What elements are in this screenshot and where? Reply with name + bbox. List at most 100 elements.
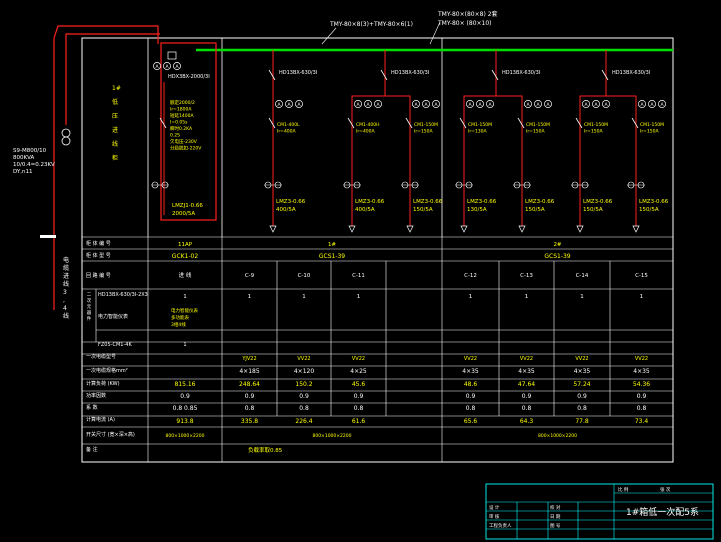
cabinet-number: 1# (328, 242, 336, 248)
drawing-title: 1#箱低一次配5系 (626, 506, 699, 518)
power-factor: 0.9 (522, 393, 532, 400)
svg-text:A: A (434, 102, 438, 108)
cable-type: VV22 (297, 356, 310, 362)
title-block-label: 设 计 (489, 504, 500, 511)
ammeter-icon: A (163, 62, 171, 70)
feeder-breaker-label: HD13BX-630/3I (279, 70, 317, 76)
ammeter-icon: A (658, 100, 666, 108)
cabinet-size: 800×1000×2200 (165, 433, 204, 439)
power-factor: 0.9 (466, 393, 476, 400)
title-block (485, 483, 714, 540)
calc-load: 48.6 (464, 381, 478, 388)
ammeter-icon: A (364, 100, 372, 108)
title-block-label: 工程负责人 (489, 522, 512, 529)
cable-spec: 4×25 (350, 368, 367, 375)
circuit-number: C-10 (298, 273, 311, 279)
cable-terminal-icon (40, 235, 56, 238)
bus-note-1: TMY-80×(80×8) 2套 (437, 10, 498, 18)
table-row-header: 电力智能仪表 (98, 313, 128, 320)
coefficient: 0.8 (466, 405, 476, 412)
coefficient: 0.8 (577, 405, 587, 412)
power-factor: 0.9 (354, 393, 364, 400)
transformer-icon (61, 128, 71, 138)
svg-text:A: A (650, 102, 654, 108)
coefficient: 0.8 (522, 405, 532, 412)
circuit-number: C-9 (245, 273, 255, 279)
table-row-header: 柜 体 编 号 (86, 240, 111, 247)
calc-load: 815.16 (175, 381, 196, 388)
incoming-cable (65, 33, 160, 125)
cable-type: VV22 (464, 356, 477, 362)
ammeter-icon: A (486, 100, 494, 108)
breaker-icon (601, 69, 609, 81)
breaker-icon (517, 117, 525, 129)
power-factor: 0.9 (245, 393, 255, 400)
coefficient: 0.8 (354, 405, 364, 412)
calc-current: 64.3 (520, 418, 534, 425)
busbar-spec-label: TMY-80×8(3)+TMY-80×6(1) (329, 21, 413, 28)
svg-text:A: A (478, 102, 482, 108)
table-row-header: 一次电缆规格mm² (86, 367, 128, 374)
fz-count: 1 (183, 342, 186, 348)
ammeter-icon: A (275, 100, 283, 108)
ammeter-icon: A (432, 100, 440, 108)
calc-load: 150.2 (295, 381, 312, 388)
branch-line (463, 95, 523, 226)
table-row-header: HD13BX-630/3I-2X3 (98, 292, 148, 298)
outgoing-arrow-icon (576, 225, 584, 233)
table-row-header: 柜 体 型 号 (86, 252, 111, 259)
cable-spec: 4×185 (239, 368, 259, 375)
circuit-number: C-13 (520, 273, 533, 279)
svg-text:A: A (594, 102, 598, 108)
power-factor: 0.9 (577, 393, 587, 400)
title-block-label: 比 例 (618, 486, 629, 493)
title-block-label: 校 对 (550, 504, 561, 511)
svg-text:A: A (175, 64, 179, 70)
calc-load: 57.24 (573, 381, 590, 388)
cable-type: VV22 (352, 356, 365, 362)
data-table-grid (82, 236, 673, 462)
incoming-cabinet-box (160, 42, 217, 221)
svg-text:A: A (155, 64, 159, 70)
title-block-label: 图 号 (550, 523, 561, 529)
cable-type: VV22 (575, 356, 588, 362)
calc-current: 65.6 (464, 418, 478, 425)
cabinet-size: 800×1000×2200 (538, 433, 577, 439)
outgoing-arrow-icon (518, 225, 526, 233)
svg-text:A: A (640, 102, 644, 108)
cable-spec: 4×120 (294, 368, 314, 375)
ammeter-icon: A (602, 100, 610, 108)
title-block-label: 审 核 (489, 513, 500, 520)
branch-line (579, 95, 637, 226)
svg-text:A: A (584, 102, 588, 108)
coefficient: 0.8 (299, 405, 309, 412)
breaker-icon (631, 117, 639, 129)
breaker-icon (380, 69, 388, 81)
ammeter-icon: A (592, 100, 600, 108)
switch-count: 1 (302, 294, 306, 300)
table-row-header: 一次电缆型号 (86, 353, 116, 360)
drawing-frame (81, 37, 674, 463)
outgoing-arrow-icon (269, 225, 277, 233)
ammeter-icon: A (476, 100, 484, 108)
cabinet-model: GCS1-39 (544, 253, 570, 260)
calc-current: 913.8 (176, 418, 193, 425)
current-transformer-icon (151, 181, 169, 189)
cable-spec: 4×35 (633, 368, 650, 375)
svg-text:A: A (660, 102, 664, 108)
incoming-breaker-label: HDX3BX-2000/3I (168, 74, 210, 80)
calc-load: 45.6 (352, 381, 366, 388)
